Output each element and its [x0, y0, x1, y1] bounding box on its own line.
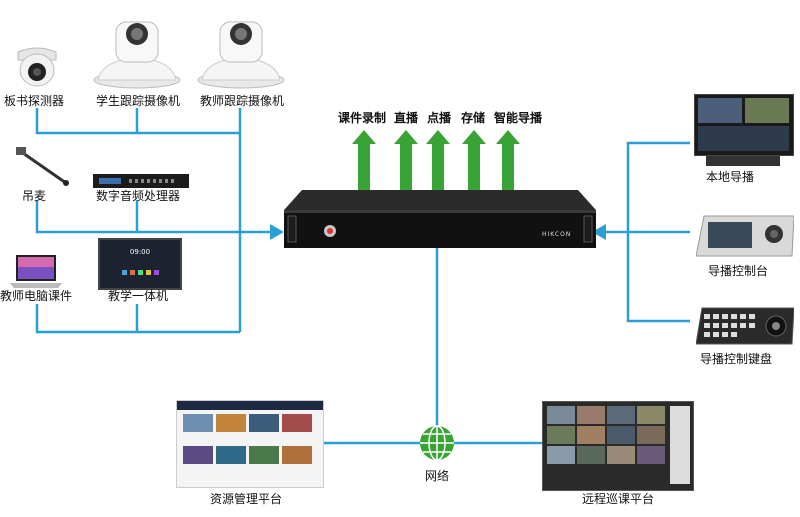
director-console-label: 导播控制台	[708, 264, 769, 278]
director-console-icon	[696, 215, 794, 257]
output-label-vod: 点播	[427, 111, 452, 125]
board-detector-label: 板书探测器	[4, 94, 65, 108]
green-arrow-1	[352, 130, 376, 190]
microphone-label: 吊麦	[22, 189, 47, 203]
recording-host	[284, 190, 596, 248]
teacher-pc-label: 教师电脑课件	[0, 289, 73, 303]
globe-icon	[420, 425, 454, 461]
director-keyboard-icon	[696, 307, 794, 345]
host-brand: HIKCON	[542, 231, 572, 238]
left-arrowhead	[270, 224, 284, 240]
green-arrow-4	[462, 130, 486, 190]
teacher-laptop-icon	[10, 255, 62, 288]
microphone-icon	[16, 147, 69, 186]
teaching-machine-screen: 09:00	[98, 238, 182, 290]
output-label-smart-director: 智能导播	[494, 111, 543, 125]
teaching-machine-app-row	[100, 270, 180, 275]
audio-processor-icon	[93, 174, 189, 188]
resource-platform-screen	[176, 400, 324, 488]
output-label-storage: 存储	[461, 111, 486, 125]
local-director-keyboard	[706, 156, 780, 166]
green-arrow-3	[426, 130, 450, 190]
remote-platform-screen	[542, 401, 694, 491]
audio-processor-label: 数字音频处理器	[96, 189, 181, 203]
network-label: 网络	[425, 469, 450, 483]
remote-platform-label: 远程巡课平台	[582, 492, 655, 506]
teacher-camera-icon	[197, 21, 285, 89]
student-camera-label: 学生跟踪摄像机	[96, 94, 181, 108]
green-arrow-2	[394, 130, 418, 190]
right-arrowhead	[592, 224, 606, 240]
teaching-machine-clock: 09:00	[129, 248, 151, 256]
teaching-machine-label: 教学一体机	[108, 289, 169, 303]
resource-platform-label: 资源管理平台	[210, 492, 283, 506]
student-camera-icon	[93, 21, 181, 89]
teacher-camera-label: 教师跟踪摄像机	[200, 94, 285, 108]
director-keyboard-label: 导播控制键盘	[700, 352, 773, 366]
local-director-monitors	[694, 94, 794, 156]
output-label-live: 直播	[394, 111, 419, 125]
output-label-courseware-recording: 课件录制	[338, 111, 387, 125]
board-detector-icon	[17, 47, 57, 87]
local-director-label: 本地导播	[706, 170, 755, 184]
green-arrow-5	[496, 130, 520, 190]
